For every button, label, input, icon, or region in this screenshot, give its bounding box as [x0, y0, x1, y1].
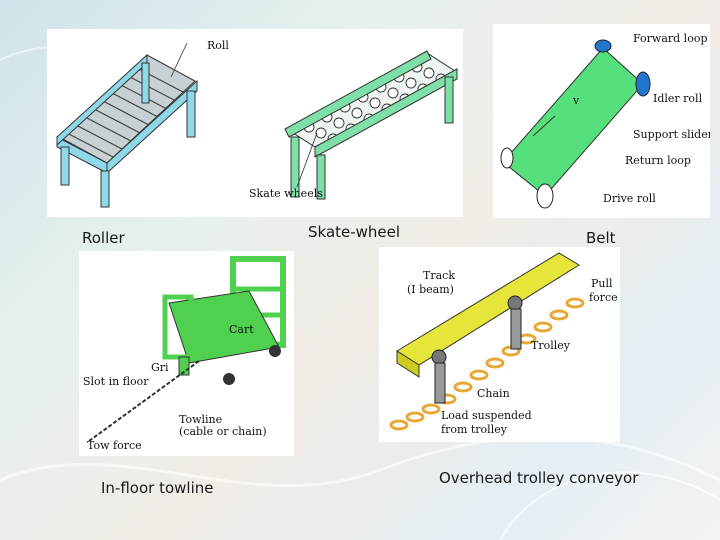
chain-label: Chain: [477, 387, 510, 400]
pull-force-label-2: force: [589, 291, 618, 304]
return-loop-label: Return loop: [625, 154, 691, 167]
caption-skate-wheel: Skate-wheel: [308, 223, 401, 241]
trolley-conveyor-illustration: [389, 252, 585, 431]
grip-label: Gri: [151, 361, 169, 374]
belt-conveyor-illustration: [500, 39, 651, 209]
track-label: Track: [423, 269, 455, 282]
belt-panel: Forward loop Idler roll v Support slider…: [493, 24, 710, 218]
caption-belt: Belt: [586, 229, 616, 247]
skate-wheels-label: Skate wheels: [249, 187, 323, 200]
support-slider-label: Support slider: [633, 128, 710, 141]
tow-force-label: Tow force: [87, 439, 142, 452]
load-label-2: from trolley: [441, 423, 508, 436]
slot-in-floor-label: Slot in floor: [83, 375, 149, 388]
load-label-1: Load suspended: [441, 409, 532, 422]
trolley-panel: Track (I beam) Pull force Trolley Chain …: [379, 247, 620, 442]
caption-roller: Roller: [82, 229, 125, 247]
towline-label: Towline: [179, 413, 222, 426]
caption-towline: In-floor towline: [101, 479, 214, 497]
pull-force-label-1: Pull: [591, 277, 613, 290]
forward-loop-label: Forward loop: [633, 32, 708, 45]
velocity-label: v: [572, 94, 580, 107]
cart-label: Cart: [229, 323, 254, 336]
roll-label: Roll: [207, 39, 229, 52]
drive-roll-label: Drive roll: [603, 192, 656, 205]
roller-skate-panel: Roll Skate wheels: [47, 29, 463, 217]
cart-illustration: [162, 256, 286, 385]
caption-trolley: Overhead trolley conveyor: [439, 469, 639, 487]
towline-panel: Cart Gri Slot in floor Towline (cable or…: [79, 251, 294, 456]
track-sub-label: (I beam): [407, 283, 454, 296]
skate-wheel-conveyor-illustration: [284, 50, 458, 200]
idler-roll-label: Idler roll: [653, 92, 703, 105]
roller-conveyor-illustration: [56, 42, 198, 208]
towline-sub-label: (cable or chain): [179, 425, 267, 438]
trolley-label: Trolley: [531, 339, 571, 352]
